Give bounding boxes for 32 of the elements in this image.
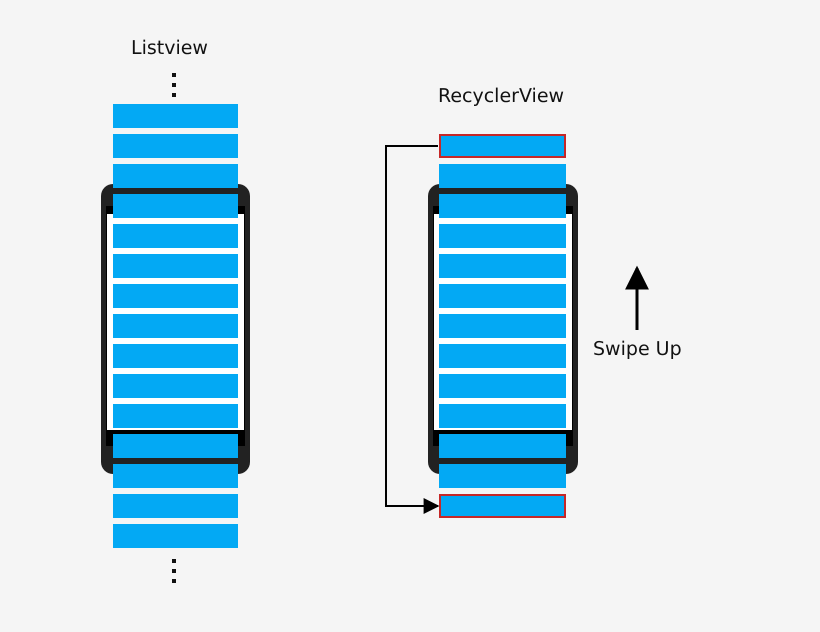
list-item-bar (113, 164, 238, 188)
list-item-bar (113, 314, 238, 338)
list-item-bar (113, 254, 238, 278)
list-item-bar (113, 524, 238, 548)
list-item-bar (113, 134, 238, 158)
list-item-bar (439, 254, 566, 278)
list-item-bar (439, 434, 566, 458)
list-item-bar (439, 404, 566, 428)
list-item-bar (113, 434, 238, 458)
list-item-bar (439, 344, 566, 368)
diagram-heading: Listview (131, 37, 208, 59)
list-item-bar (113, 284, 238, 308)
list-item-bar (113, 494, 238, 518)
list-item-bar (113, 344, 238, 368)
list-item-bar (439, 494, 566, 518)
list-item-bar (113, 104, 238, 128)
list-item-bar (439, 314, 566, 338)
list-item-bar (113, 224, 238, 248)
list-item-bar (113, 194, 238, 218)
list-item-bar (113, 404, 238, 428)
list-item-bar (439, 194, 566, 218)
list-item-bar (439, 284, 566, 308)
connector-arrow (385, 145, 440, 514)
list-item-bar (439, 164, 566, 188)
diagram-heading: RecyclerView (438, 85, 564, 107)
list-item-bar (113, 374, 238, 398)
list-item-bar (439, 224, 566, 248)
list-item-bar (439, 374, 566, 398)
list-item-bar (439, 464, 566, 488)
list-item-bar (113, 464, 238, 488)
direction-label: Swipe Up (593, 338, 682, 360)
list-item-bar (439, 134, 566, 158)
